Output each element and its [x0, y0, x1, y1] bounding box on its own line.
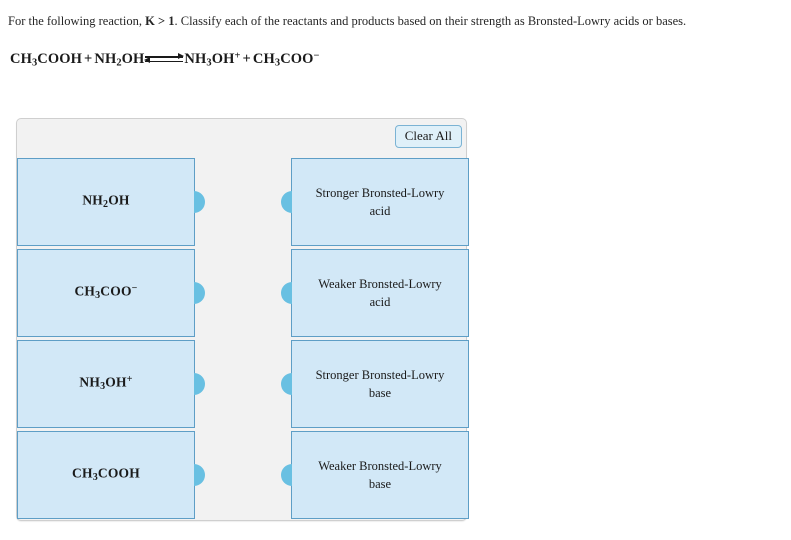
item-3-tail: COOH — [97, 465, 140, 481]
target-item-2-label: Stronger Bronsted-Lowry base — [306, 366, 455, 402]
right-column-targets: Stronger Bronsted-Lowry acid Weaker Brons… — [281, 158, 469, 519]
target-item-1-label: Weaker Bronsted-Lowry acid — [308, 275, 452, 311]
product-2-head: CH — [252, 50, 275, 67]
reactant-1-subscript: 3 — [31, 57, 38, 69]
question-condition: K > 1 — [145, 14, 175, 28]
draggable-item-1[interactable]: CH3COO− — [17, 249, 205, 337]
target-item-3-label: Weaker Bronsted-Lowry base — [308, 457, 452, 493]
product-1-charge: + — [234, 50, 241, 61]
connector-nub-right-0[interactable] — [194, 191, 205, 213]
target-item-0[interactable]: Stronger Bronsted-Lowry acid — [281, 158, 469, 246]
item-1-subscript: 3 — [95, 290, 101, 302]
draggable-item-3[interactable]: CH3COOH — [17, 431, 205, 519]
product-1-subscript: 3 — [206, 57, 212, 69]
item-2-head: NH — [79, 374, 101, 390]
equation-plus-2: + — [242, 50, 251, 67]
item-2-subscript: 3 — [100, 381, 106, 393]
item-1-head: CH — [74, 283, 96, 299]
item-2-charge: + — [126, 374, 133, 386]
question-text: For the following reaction, K > 1. Class… — [8, 13, 786, 29]
reactant-1-tail: COOH — [37, 50, 82, 67]
product-2-charge: − — [313, 50, 320, 61]
target-1-line2: acid — [369, 295, 391, 309]
panel-toolbar: Clear All — [394, 125, 462, 153]
product-2: CH3COO− — [252, 50, 320, 69]
connector-nub-right-2[interactable] — [194, 373, 205, 395]
target-3-line2: base — [368, 477, 392, 491]
connector-nub-right-1[interactable] — [194, 282, 205, 304]
product-1-tail: OH — [211, 50, 235, 67]
draggable-item-0-label: NH2OH — [82, 189, 129, 214]
target-3-line1: Weaker Bronsted-Lowry — [318, 459, 442, 473]
question-rest: . Classify each of the reactants and pro… — [174, 14, 687, 28]
reactant-1-head: CH — [10, 50, 32, 67]
reactant-1: CH3COOH — [10, 50, 82, 69]
item-3-subscript: 3 — [92, 472, 98, 484]
item-3-head: CH — [72, 465, 93, 481]
connector-nub-left-3[interactable] — [281, 464, 292, 486]
draggable-item-3-label: CH3COOH — [72, 462, 140, 487]
clear-all-button[interactable]: Clear All — [394, 125, 462, 148]
product-2-subscript: 3 — [274, 57, 281, 69]
draggable-item-2[interactable]: NH3OH+ — [17, 340, 205, 428]
equation-plus-1: + — [84, 50, 93, 67]
target-item-2[interactable]: Stronger Bronsted-Lowry base — [281, 340, 469, 428]
item-1-charge: − — [131, 283, 138, 295]
target-0-line2: acid — [369, 204, 391, 218]
draggable-item-1-label: CH3COO− — [74, 280, 137, 305]
question-lead: For the following reaction, — [8, 14, 146, 28]
connector-nub-left-1[interactable] — [281, 282, 292, 304]
product-1: NH3OH+ — [184, 50, 241, 69]
target-2-line1: Stronger Bronsted-Lowry — [315, 368, 445, 382]
target-item-3[interactable]: Weaker Bronsted-Lowry base — [281, 431, 469, 519]
draggable-item-2-label: NH3OH+ — [79, 371, 132, 396]
reactant-2-head: NH — [94, 50, 117, 67]
item-1-tail: COO — [100, 283, 132, 299]
match-columns: NH2OH CH3COO− NH3OH+ CH3COOH Stronger Br… — [17, 158, 469, 519]
equilibrium-arrow-icon — [144, 52, 185, 65]
matching-panel: Clear All NH2OH CH3COO− NH3OH+ CH3COOH — [16, 118, 469, 521]
reactant-2-subscript: 2 — [116, 57, 122, 69]
item-0-tail: OH — [108, 192, 130, 208]
reactant-2-tail: OH — [121, 50, 145, 67]
reactant-2: NH2OH — [94, 50, 145, 69]
item-0-subscript: 2 — [103, 199, 109, 211]
item-2-tail: OH — [105, 374, 127, 390]
connector-nub-left-2[interactable] — [281, 373, 292, 395]
connector-nub-right-3[interactable] — [194, 464, 205, 486]
item-0-head: NH — [82, 192, 104, 208]
left-column-items: NH2OH CH3COO− NH3OH+ CH3COOH — [17, 158, 205, 519]
target-item-0-label: Stronger Bronsted-Lowry acid — [306, 184, 455, 220]
target-0-line1: Stronger Bronsted-Lowry — [315, 186, 445, 200]
product-2-tail: COO — [280, 50, 314, 67]
product-1-head: NH — [184, 50, 207, 67]
draggable-item-0[interactable]: NH2OH — [17, 158, 205, 246]
target-2-line2: base — [368, 386, 392, 400]
connector-nub-left-0[interactable] — [281, 191, 292, 213]
target-item-1[interactable]: Weaker Bronsted-Lowry acid — [281, 249, 469, 337]
target-1-line1: Weaker Bronsted-Lowry — [318, 277, 442, 291]
